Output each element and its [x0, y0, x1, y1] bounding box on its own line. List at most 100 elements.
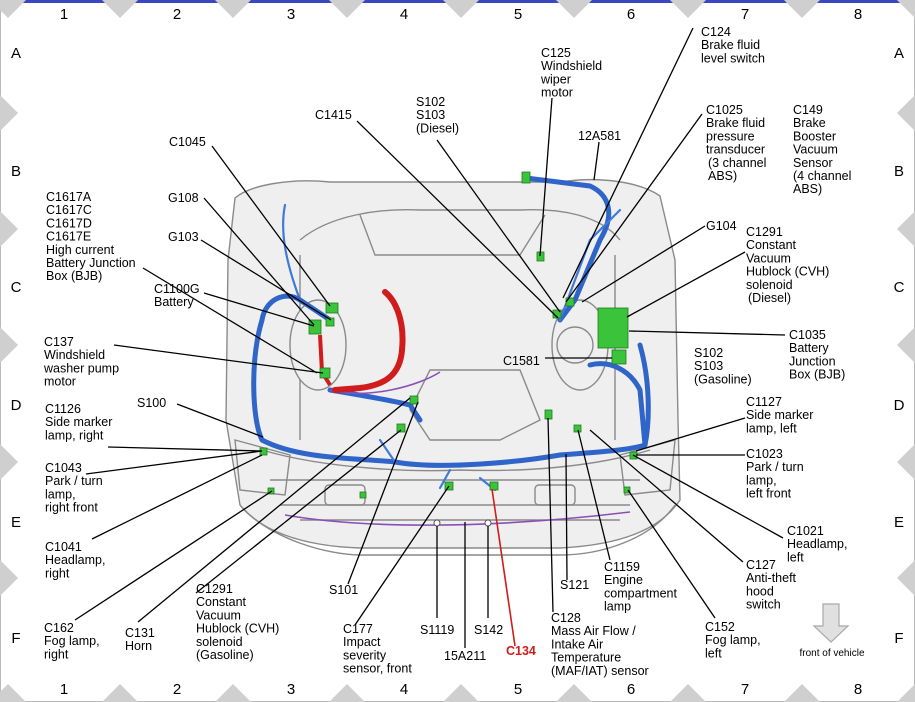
callout-line: Impact [343, 635, 381, 649]
callout-line: Park / turn [45, 474, 103, 488]
callout-line: C127 [746, 558, 776, 572]
callout-line: (MAF/IAT) sensor [551, 664, 649, 678]
callout-line: right [45, 566, 70, 580]
callout-line: left [705, 646, 722, 660]
callout-line: C131 [125, 626, 155, 640]
callout-line: 12A581 [578, 129, 621, 143]
callout-line: C1617E [46, 230, 91, 244]
grid-marker [556, 0, 592, 18]
callout-line: Temperature [551, 651, 621, 665]
callout-line: ABS) [793, 182, 822, 196]
callout-line: lamp, [746, 473, 777, 487]
callout-line: (Gasoline) [694, 372, 752, 386]
callout-line: C1291 [196, 582, 233, 596]
grid-row-label: C [894, 279, 905, 296]
callout-line: Fog lamp, [44, 634, 100, 648]
callout-line: S101 [329, 583, 358, 597]
callout-c1415: C1415 [315, 108, 352, 122]
callout-line: pressure [706, 129, 755, 143]
callout-line: washer pump [43, 361, 119, 375]
grid-marker [0, 211, 18, 247]
callout-a15211: 15A211 [444, 649, 486, 663]
callout-line: Battery [789, 341, 829, 355]
grid-column-label: 8 [854, 6, 862, 23]
callout-line: C1127 [746, 395, 782, 409]
grid-marker [0, 95, 18, 131]
callout-line: (Gasoline) [196, 648, 254, 662]
grid-marker [0, 560, 18, 596]
callout-line: severity [343, 648, 387, 662]
callout-line: Brake [793, 116, 826, 130]
callout-line: motor [44, 375, 76, 389]
callout-line: C1023 [746, 447, 783, 461]
callout-line: Constant [746, 238, 797, 252]
callout-line: Headlamp, [787, 537, 847, 551]
callout-g103: G103 [168, 230, 199, 244]
callout-line: S103 [694, 359, 723, 373]
callout-line: C1021 [787, 524, 824, 538]
grid-marker [215, 684, 251, 702]
grid-column-label: 3 [287, 6, 295, 23]
callout-c1581: C1581 [503, 354, 540, 368]
grid-marker [102, 0, 138, 18]
callout-line: C1291 [746, 225, 783, 239]
callout-s100: S100 [137, 396, 166, 410]
grid-column-label: 3 [287, 681, 295, 698]
callout-line: Horn [125, 639, 152, 653]
callout-line: wiper [540, 72, 571, 86]
callout-line: C1617C [46, 203, 92, 217]
grid-marker [329, 684, 365, 702]
callout-line: G104 [706, 219, 737, 233]
callout-line: C1100G [154, 282, 200, 296]
callout-line: High current [46, 243, 115, 257]
callout-c1045: C1045 [169, 135, 206, 149]
grid-row-label: F [894, 630, 903, 647]
connector-c1159 [573, 424, 582, 433]
callout-line: Box (BJB) [46, 269, 102, 283]
callout-line: Hublock (CVH) [196, 622, 279, 636]
callout-line: Vacuum [793, 143, 838, 157]
grid-row-label: C [11, 279, 22, 296]
grid-marker [0, 444, 18, 480]
callout-line: Anti-theft [746, 571, 797, 585]
callout-line: S1119 [420, 623, 454, 637]
callout-line: ABS) [708, 169, 737, 183]
callout-line: S102 [694, 346, 723, 360]
grid-row-label: B [11, 163, 21, 180]
grid-row-label: F [11, 630, 20, 647]
callout-line: Booster [793, 129, 836, 143]
grid-marker [897, 327, 915, 363]
grid-row-label: A [11, 45, 21, 62]
connector-c1291-gas [396, 423, 406, 433]
callout-line: right front [45, 501, 98, 515]
callout-a12581: 12A581 [578, 129, 621, 143]
grid-column-label: 2 [173, 6, 181, 23]
grid-column-label: 4 [400, 6, 408, 23]
callout-s142: S142 [474, 623, 503, 637]
connector-c128 [544, 409, 553, 420]
connector-c1045 [325, 302, 339, 314]
grid-column-label: 8 [854, 681, 862, 698]
grid-column-label: 5 [514, 681, 522, 698]
connector-c134 [489, 481, 499, 491]
grid-row-label: D [11, 397, 22, 414]
grid-column-label: 7 [741, 681, 749, 698]
callout-line: (Diesel) [416, 121, 459, 135]
callout-line: Fog lamp, [705, 633, 761, 647]
callout-line: C125 [541, 46, 571, 60]
